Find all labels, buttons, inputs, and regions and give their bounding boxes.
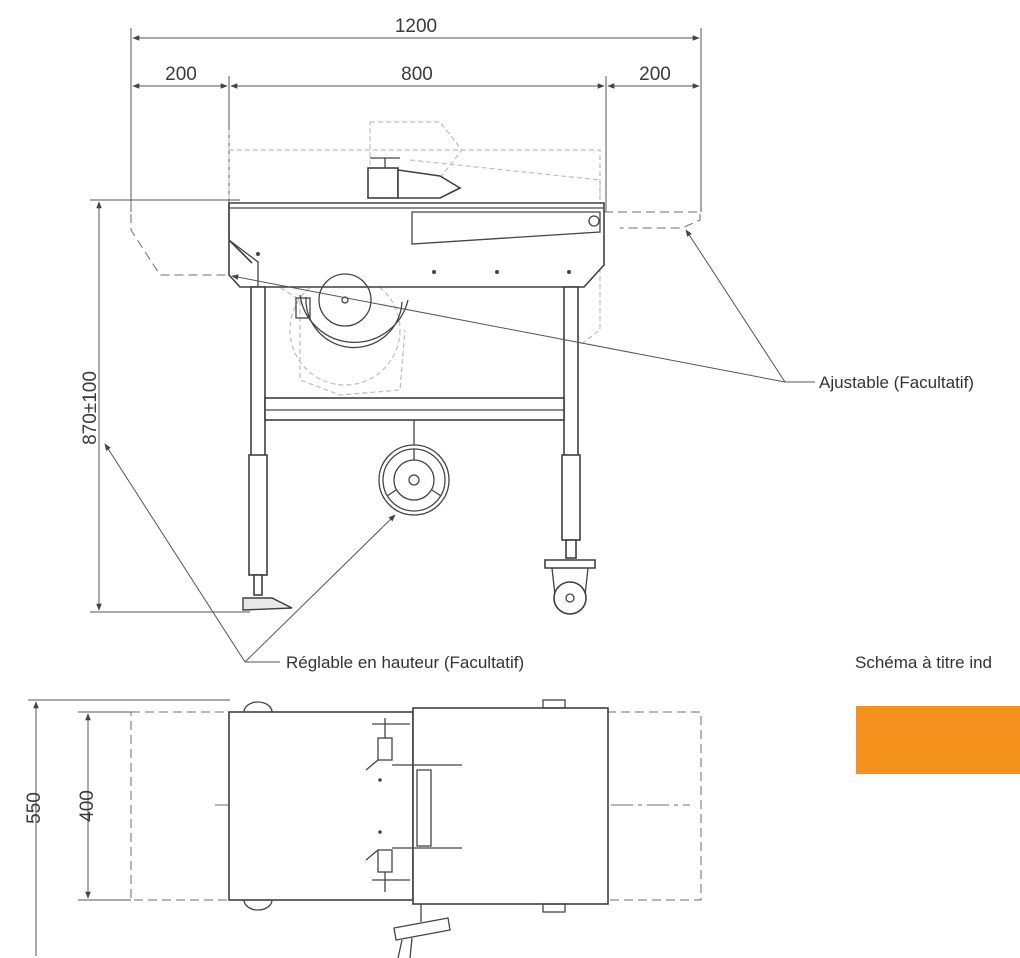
top-dimensions: 1200 200 800 200	[130, 16, 702, 212]
crossbar	[264, 397, 565, 421]
fence-clamps	[365, 718, 462, 892]
top-view: 550 400	[24, 699, 702, 958]
accent-block	[856, 706, 1020, 774]
label-adjustable: Ajustable (Facultatif)	[819, 373, 974, 392]
dimension-depth-table: 400	[77, 790, 98, 822]
blade-guard	[295, 273, 409, 349]
dimension-left-extension: 200	[165, 64, 197, 85]
handwheel	[378, 420, 450, 516]
dimension-height: 870±100	[80, 371, 101, 445]
dimension-depth-total: 550	[24, 792, 45, 824]
label-height-adjustable: Réglable en hauteur (Facultatif)	[286, 653, 524, 672]
dimension-right-extension: 200	[639, 64, 671, 85]
caster-wheel	[544, 559, 596, 615]
front-view: 870±100 Ajustable (Facultatif) Réglable …	[80, 121, 974, 672]
handwheel-handle	[393, 904, 451, 958]
legs	[242, 286, 581, 611]
caption-text: Schéma à titre ind	[855, 653, 992, 672]
dimension-total-width: 1200	[395, 16, 437, 37]
dimension-table-width: 800	[401, 64, 433, 85]
table-top	[228, 202, 605, 288]
